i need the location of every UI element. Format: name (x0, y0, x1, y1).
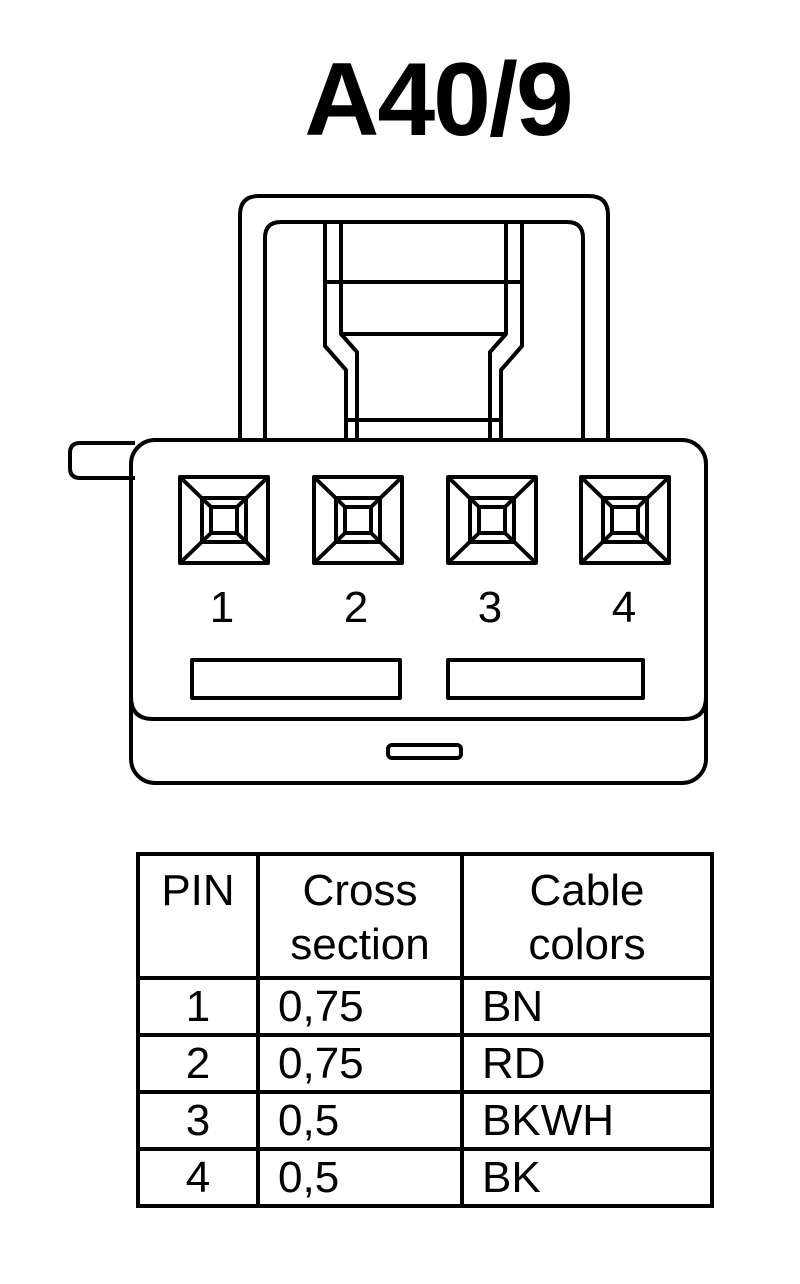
cell-cross-section: 0,75 (256, 976, 464, 1037)
cell-cross-section: 0,75 (256, 1033, 464, 1094)
connector-window-left (190, 658, 402, 700)
table-row: 3 0,5 BKWH (136, 1090, 714, 1151)
cell-pin: 4 (136, 1147, 260, 1208)
header-pin: PIN (136, 852, 260, 980)
connector-slot (386, 743, 463, 760)
pin-label-2: 2 (344, 583, 368, 632)
cell-cross-section: 0,5 (256, 1090, 464, 1151)
cell-cable-color: BK (460, 1147, 714, 1208)
header-cross-section: Cross section (256, 852, 464, 980)
connector-window-right (446, 658, 645, 700)
table-row: 4 0,5 BK (136, 1147, 714, 1208)
connector-drawing: 1 2 3 4 (68, 194, 708, 785)
connector-side-tab (68, 441, 135, 480)
header-cable-line1: Cable (529, 866, 645, 915)
cell-pin: 1 (136, 976, 260, 1037)
connector-front-edge (129, 696, 708, 721)
header-cable-line2: colors (528, 920, 646, 969)
connector-latch (238, 194, 610, 440)
header-cross-line1: Cross (302, 866, 418, 915)
pin-assignment-table: PIN Cross section Cable colors 1 0,75 BN… (136, 852, 714, 1208)
cell-cable-color: BN (460, 976, 714, 1037)
connector-title: A40/9 (304, 42, 574, 158)
terminal-3 (446, 475, 538, 565)
cell-pin: 2 (136, 1033, 260, 1094)
cell-cable-color: BKWH (460, 1090, 714, 1151)
header-cross-line2: section (290, 920, 430, 969)
cell-cable-color: RD (460, 1033, 714, 1094)
connector-body (129, 438, 708, 785)
header-pin-label: PIN (161, 866, 235, 915)
terminal-2 (312, 475, 404, 565)
table-header-row: PIN Cross section Cable colors (136, 852, 714, 980)
pin-label-3: 3 (478, 583, 502, 632)
table-row: 2 0,75 RD (136, 1033, 714, 1094)
header-cable-colors: Cable colors (460, 852, 714, 980)
table-row: 1 0,75 BN (136, 976, 714, 1037)
pin-label-4: 4 (612, 583, 636, 632)
terminal-4 (579, 475, 671, 565)
pin-label-1: 1 (210, 583, 234, 632)
terminal-1 (178, 475, 270, 565)
cell-cross-section: 0,5 (256, 1147, 464, 1208)
cell-pin: 3 (136, 1090, 260, 1151)
